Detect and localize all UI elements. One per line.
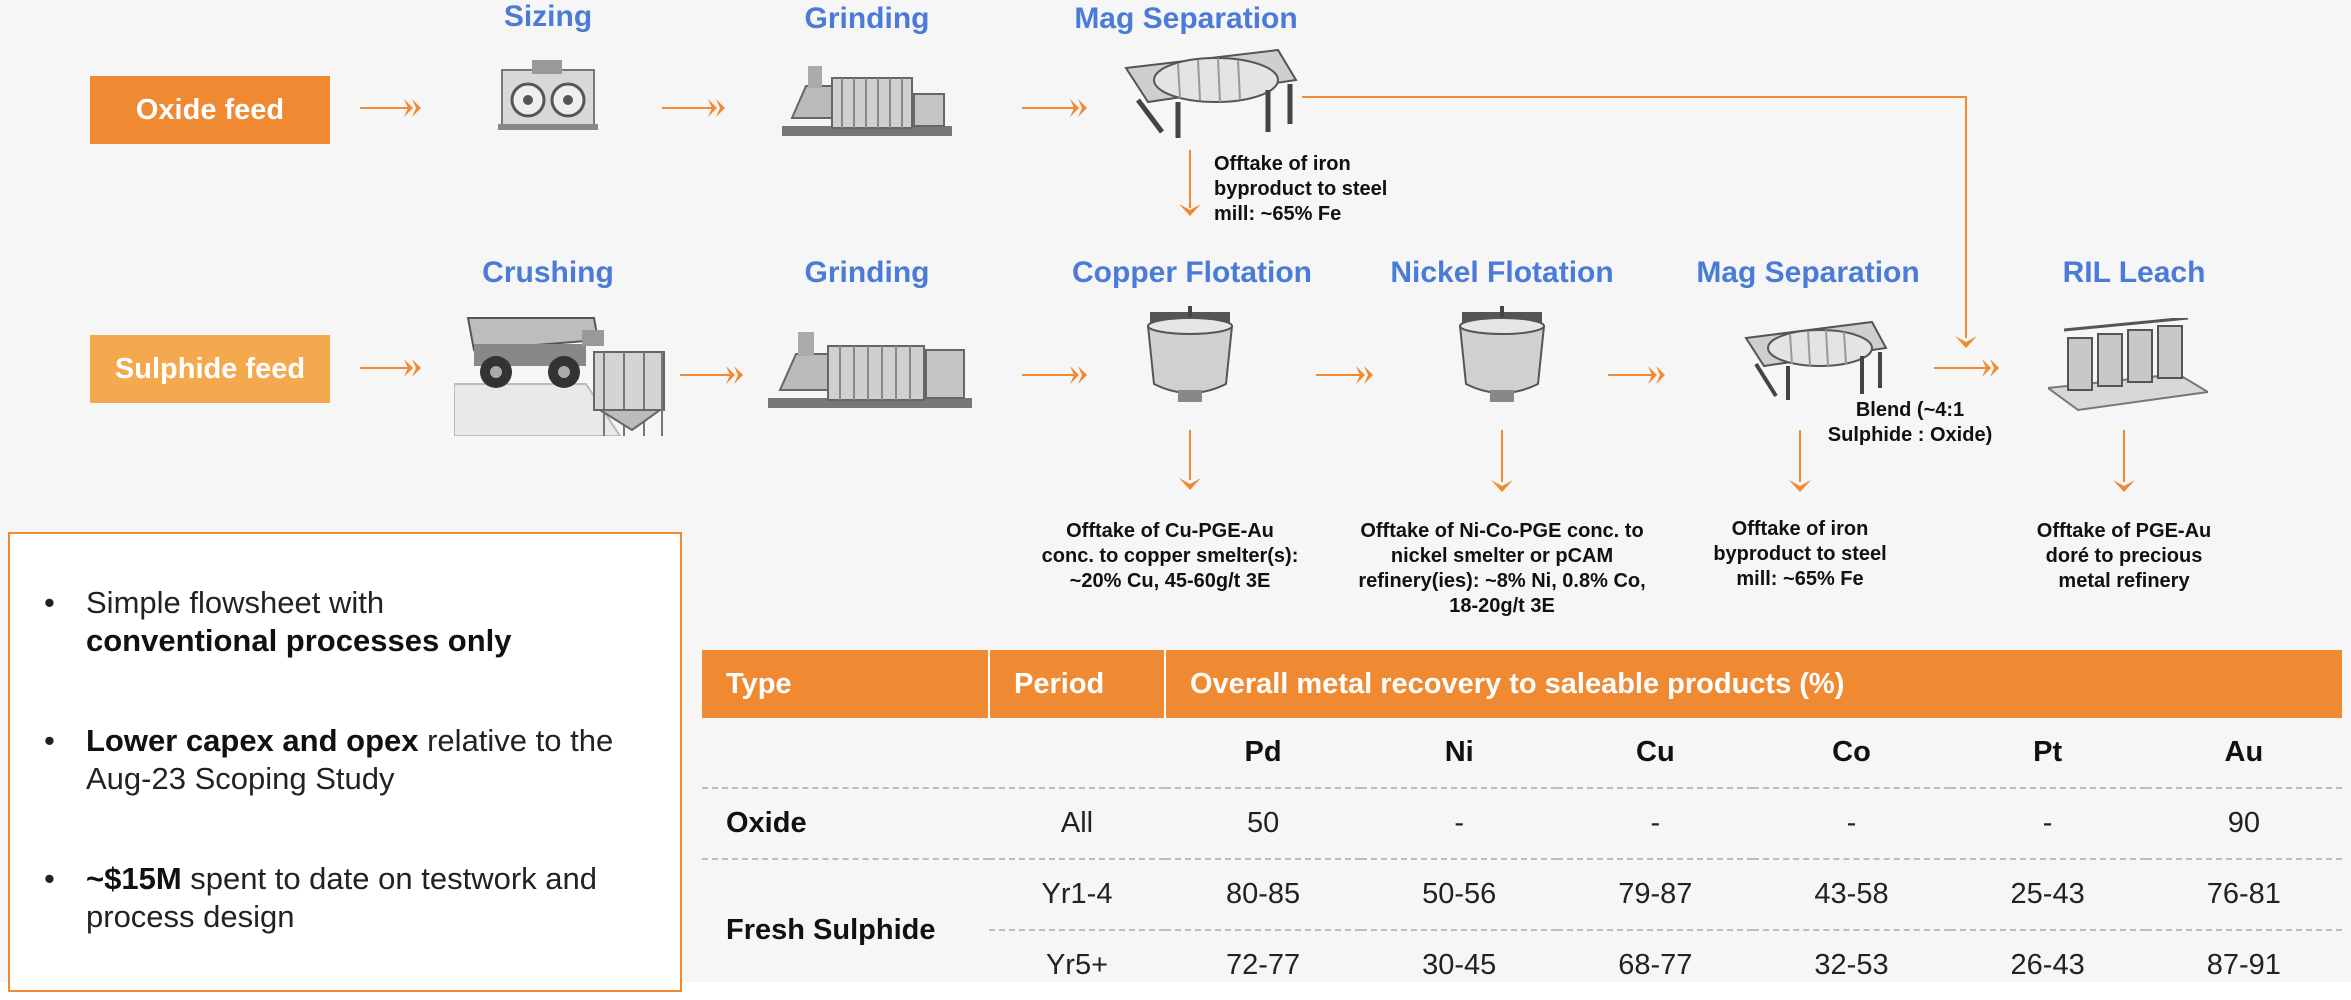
pge-offtake-note: Offtake of PGE-Au doré to precious metal… [2036, 520, 2212, 592]
metal-header: Pd [1165, 718, 1362, 789]
cell: 25-43 [1949, 859, 2146, 931]
cell: 30-45 [1422, 949, 1497, 981]
row-period: All [989, 788, 1165, 860]
row-type: Fresh Sulphide [726, 913, 936, 946]
leach-tanks-icon [2048, 318, 2208, 412]
cell: - [1361, 788, 1558, 860]
stage-title-sulphide-mag-separation: Mag Separation [1696, 256, 1920, 289]
bullet-item: • ~$15M spent to date on testwork and pr… [44, 861, 597, 934]
cell: 90 [2145, 788, 2342, 860]
stage-title-ril-leach: RIL Leach [2062, 256, 2206, 289]
grinding-mill-icon [768, 332, 972, 408]
iron-offtake-note: Offtake of iron byproduct to steel mill:… [1713, 518, 1887, 590]
cell: - [1753, 788, 1950, 860]
cell: 80-85 [1165, 859, 1362, 931]
blend-note: Blend (~4:1 Sulphide : Oxide) [1827, 399, 1993, 446]
mag-separator-icon [1744, 320, 1888, 400]
flotation-cell-icon [1146, 306, 1234, 402]
flotation-cell-icon [1458, 306, 1546, 402]
metal-header: Ni [1361, 718, 1558, 789]
cell: 76-81 [2145, 859, 2342, 931]
nickel-offtake-note: Offtake of Ni-Co-PGE conc. to nickel sme… [1358, 520, 1646, 617]
stage-title-nickel-flotation: Nickel Flotation [1390, 256, 1614, 289]
header-type: Type [702, 650, 989, 718]
copper-offtake-note: Offtake of Cu-PGE-Au conc. to copper sme… [1041, 520, 1299, 592]
stage-title-crushing: Crushing [482, 256, 614, 289]
table-row: Pd Ni Cu Co Pt Au [702, 718, 2342, 789]
mag-separator-icon [1124, 48, 1298, 138]
cell: 26-43 [2010, 949, 2085, 981]
cell: 87-91 [2206, 949, 2281, 981]
cell: - [1949, 788, 2146, 860]
metal-header: Au [2145, 718, 2342, 789]
cell: 68-77 [1618, 949, 1693, 981]
stage-title-sizing: Sizing [503, 0, 593, 33]
haul-truck-icon [454, 317, 665, 436]
table-header-row: Type Period Overall metal recovery to sa… [702, 650, 2342, 718]
metal-header: Pt [1949, 718, 2146, 789]
stage-title-sulphide-grinding: Grinding [804, 256, 930, 289]
header-recovery: Overall metal recovery to saleable produ… [1164, 650, 2342, 718]
row-period: Yr1-4 [989, 859, 1165, 931]
bullet-item: • Lower capex and opex relative to the A… [44, 723, 614, 796]
table-row: Yr5+ 72-77 30-45 68-77 32-53 26-43 87-91 [702, 930, 2342, 1000]
cell: 50-56 [1361, 859, 1558, 931]
oxide-offtake-note: Offtake of iron byproduct to steel mill:… [1214, 153, 1388, 225]
cell: 72-77 [1225, 949, 1301, 981]
metal-header: Co [1753, 718, 1950, 789]
stage-title-copper-flotation: Copper Flotation [1072, 256, 1312, 289]
row-type: Oxide [702, 788, 989, 860]
cell: 32-53 [1814, 949, 1889, 981]
cell: 43-58 [1753, 859, 1950, 931]
sulphide-feed-box: Sulphide feed [90, 335, 330, 403]
sizer-icon [498, 60, 598, 130]
stage-title-oxide-mag-separation: Mag Separation [1074, 2, 1298, 35]
key-points-box: • Simple flowsheet with conventional pro… [8, 532, 682, 992]
recovery-table: Type Period Overall metal recovery to sa… [702, 650, 2342, 1000]
row-period: Yr5+ [1045, 949, 1109, 981]
cell: 50 [1165, 788, 1362, 860]
bullet-item: • Simple flowsheet with conventional pro… [44, 585, 512, 658]
oxide-feed-box: Oxide feed [90, 76, 330, 144]
cell: 79-87 [1557, 859, 1754, 931]
stage-title-oxide-grinding: Grinding [804, 2, 930, 35]
table-row: Oxide All 50 - - - - 90 [702, 788, 2342, 860]
grinding-mill-icon [782, 66, 952, 136]
cell: - [1557, 788, 1754, 860]
table-row: Fresh Sulphide Yr1-4 80-85 50-56 79-87 4… [702, 859, 2342, 946]
header-period: Period [988, 650, 1165, 718]
down-arrow-icon [1179, 204, 2135, 492]
metal-header: Cu [1557, 718, 1754, 789]
